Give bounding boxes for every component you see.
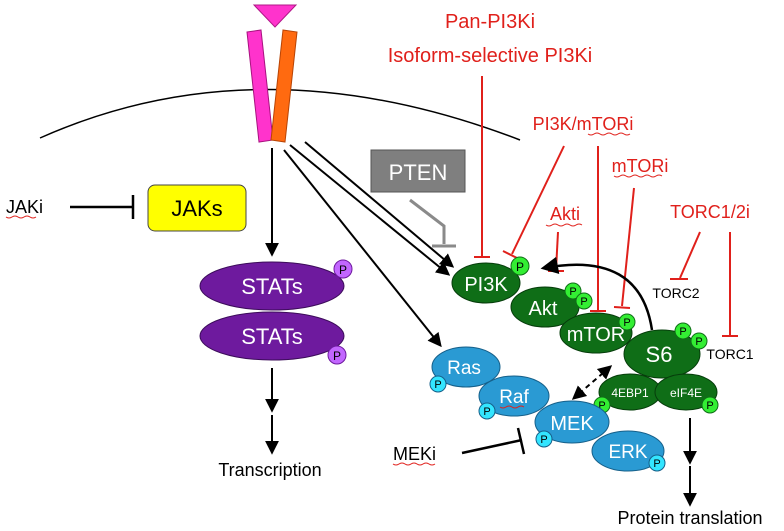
eif4e-label: eIF4E	[670, 386, 702, 400]
stats-top-label: STATs	[241, 274, 303, 299]
mek-label: MEK	[550, 413, 594, 435]
jaks-box	[147, 184, 247, 232]
akti-inhibit-line	[555, 231, 559, 271]
erk-phospho	[648, 454, 666, 472]
erk-label: ERK	[608, 442, 647, 463]
jaki-spellcheck-underline	[5, 215, 37, 219]
mtor-phospho	[618, 313, 636, 331]
ebp1-label: 4EBP1	[611, 386, 649, 400]
pi3k-mtori-inhibit-line-pi3k	[511, 145, 565, 255]
mtor-ellipse	[559, 312, 633, 354]
meki-inhibit-line	[461, 438, 523, 455]
pi3k-ellipse	[451, 262, 521, 304]
receptor-ligand-triangle	[252, 4, 298, 28]
meki-inhibit-bar	[516, 427, 526, 455]
mtori-label: mTORi	[612, 156, 669, 176]
arrow-receptor-to-pi3k-a	[289, 144, 451, 276]
s6-phospho-2-label: P	[695, 336, 702, 348]
mtor-label: mTOR	[567, 324, 626, 346]
mtori-spellcheck-underline	[613, 174, 663, 178]
ebp1-phospho-label: P	[598, 400, 605, 412]
isoform-pi3ki-label: Isoform-selective PI3Ki	[388, 45, 593, 67]
s6-phospho-1-label: P	[679, 326, 686, 338]
jaks-label: JAKs	[171, 196, 222, 221]
receptor-right-chain	[270, 29, 298, 143]
akt-phospho-1-label: P	[569, 286, 576, 298]
mek-ellipse	[534, 400, 610, 444]
akti-label: Akti	[550, 204, 580, 224]
arrow-receptor-to-pi3k-b	[304, 141, 455, 268]
raf-label: Raf	[499, 387, 529, 408]
pan-pi3ki-label: Pan-PI3Ki	[445, 11, 535, 33]
s6-ellipse	[623, 329, 701, 379]
stats-top-phospho	[333, 259, 353, 279]
akt-label: Akt	[529, 298, 558, 320]
stats-bottom-label: STATs	[241, 324, 303, 349]
stats-bottom-phospho-label: P	[333, 349, 341, 363]
ras-phospho-label: P	[434, 379, 441, 391]
crosstalk-dashed-arrow	[571, 365, 613, 400]
akt-phospho-2-label: P	[580, 296, 587, 308]
pi3k-mtori-label: PI3K/mTORi	[533, 114, 634, 134]
transcription-label: Transcription	[218, 460, 321, 480]
receptor	[246, 4, 298, 143]
mtori-inhibit-line	[621, 187, 635, 307]
stats-top-phospho-label: P	[339, 263, 347, 277]
stats-bottom-phospho	[327, 345, 347, 365]
pten-inhibit-line	[409, 198, 446, 244]
pi3k-mtori-spellcheck-underline	[587, 132, 631, 136]
eif4e-phospho-label: P	[706, 400, 713, 412]
protein-translation-label: Protein translation	[617, 508, 762, 528]
eif4e-phospho	[701, 396, 719, 414]
stats-bottom-ellipse	[199, 311, 345, 361]
pten-box	[370, 149, 466, 193]
mtori-inhibit-bar	[613, 306, 631, 309]
pi3k-phospho	[510, 256, 530, 276]
mek-phospho	[535, 430, 553, 448]
receptor-left-chain	[246, 29, 274, 143]
raf-phospho-label: P	[483, 406, 490, 418]
torc2-label: TORC2	[652, 285, 699, 301]
erk-phospho-label: P	[653, 458, 660, 470]
ras-label: Ras	[447, 358, 481, 379]
torc1-label: TORC1	[706, 346, 753, 362]
mtor-phospho-label: P	[623, 317, 630, 329]
pi3k-label: PI3K	[464, 274, 508, 296]
eif4e-ellipse	[654, 373, 718, 411]
raf-spellcheck-underline	[499, 405, 525, 409]
akt-phospho-1	[564, 282, 582, 300]
pi3k-phospho-label: P	[516, 260, 524, 274]
feedback-arrow-s6-to-pi3k	[540, 256, 654, 331]
pten-label: PTEN	[389, 160, 448, 185]
akti-spellcheck-underline	[545, 223, 583, 227]
mek-phospho-label: P	[540, 434, 547, 446]
torc12i-label: TORC1/2i	[670, 202, 750, 222]
arrow-receptor-to-ras	[283, 149, 442, 348]
meki-spellcheck-underline	[392, 462, 436, 466]
torc12i-inhibit-line-torc2	[679, 231, 701, 279]
ras-ellipse	[431, 346, 501, 388]
s6-label: S6	[646, 342, 673, 367]
cell-membrane	[39, 88, 521, 141]
jaki-label: JAKi	[6, 197, 43, 217]
ras-phospho	[429, 375, 447, 393]
meki-label: MEKi	[393, 444, 436, 464]
erk-ellipse	[591, 430, 665, 472]
s6-phospho-1	[674, 322, 692, 340]
stats-top-ellipse	[199, 261, 345, 311]
s6-phospho-2	[690, 332, 708, 350]
raf-ellipse	[478, 375, 550, 417]
raf-phospho	[478, 402, 496, 420]
akt-phospho-2	[575, 292, 593, 310]
